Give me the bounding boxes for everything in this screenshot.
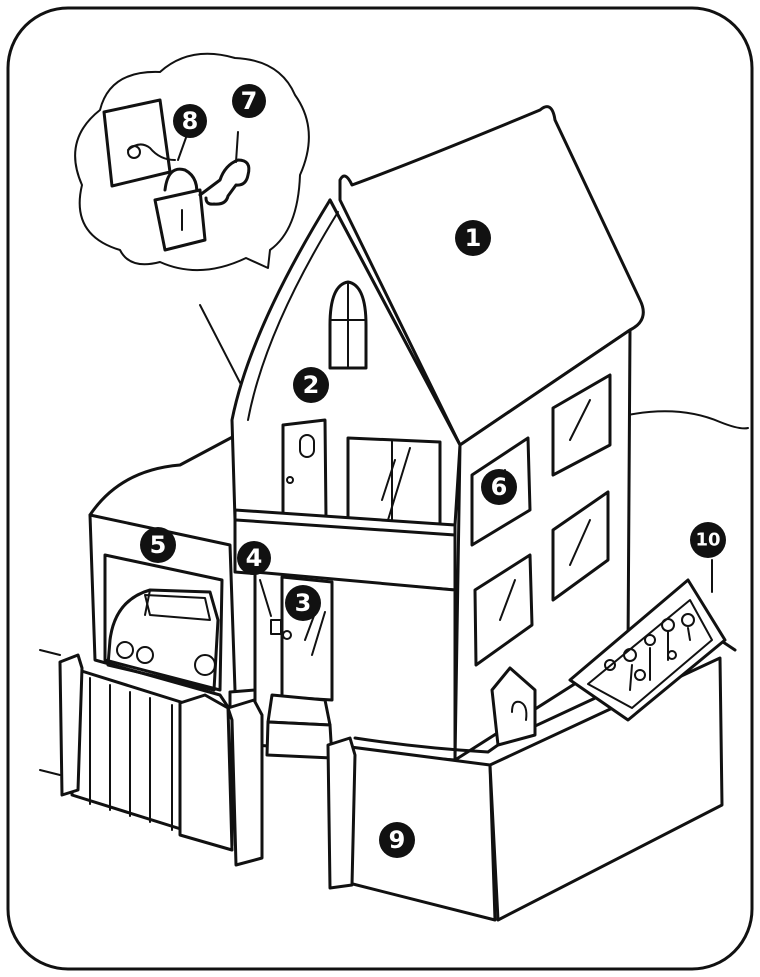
marker-3: 3 (285, 585, 321, 621)
svg-text:6: 6 (491, 473, 508, 501)
marker-10: 10 (690, 522, 726, 558)
svg-text:2: 2 (303, 371, 320, 399)
svg-text:7: 7 (241, 87, 258, 115)
svg-text:9: 9 (389, 826, 406, 854)
marker-7: 7 (232, 84, 266, 118)
front-steps (268, 695, 330, 725)
marker-6: 6 (481, 469, 517, 505)
house (232, 107, 643, 760)
marker-5: 5 (140, 527, 176, 563)
svg-text:10: 10 (695, 530, 720, 551)
svg-text:3: 3 (295, 589, 312, 617)
svg-text:4: 4 (246, 544, 263, 572)
marker-2: 2 (293, 367, 329, 403)
marker-1: 1 (455, 220, 491, 256)
svg-text:8: 8 (182, 107, 199, 135)
marker-8: 8 (173, 104, 207, 138)
svg-text:5: 5 (150, 531, 167, 559)
marker-4: 4 (237, 541, 271, 575)
background-hill (628, 411, 748, 428)
svg-text:1: 1 (465, 224, 482, 252)
marker-9: 9 (379, 822, 415, 858)
